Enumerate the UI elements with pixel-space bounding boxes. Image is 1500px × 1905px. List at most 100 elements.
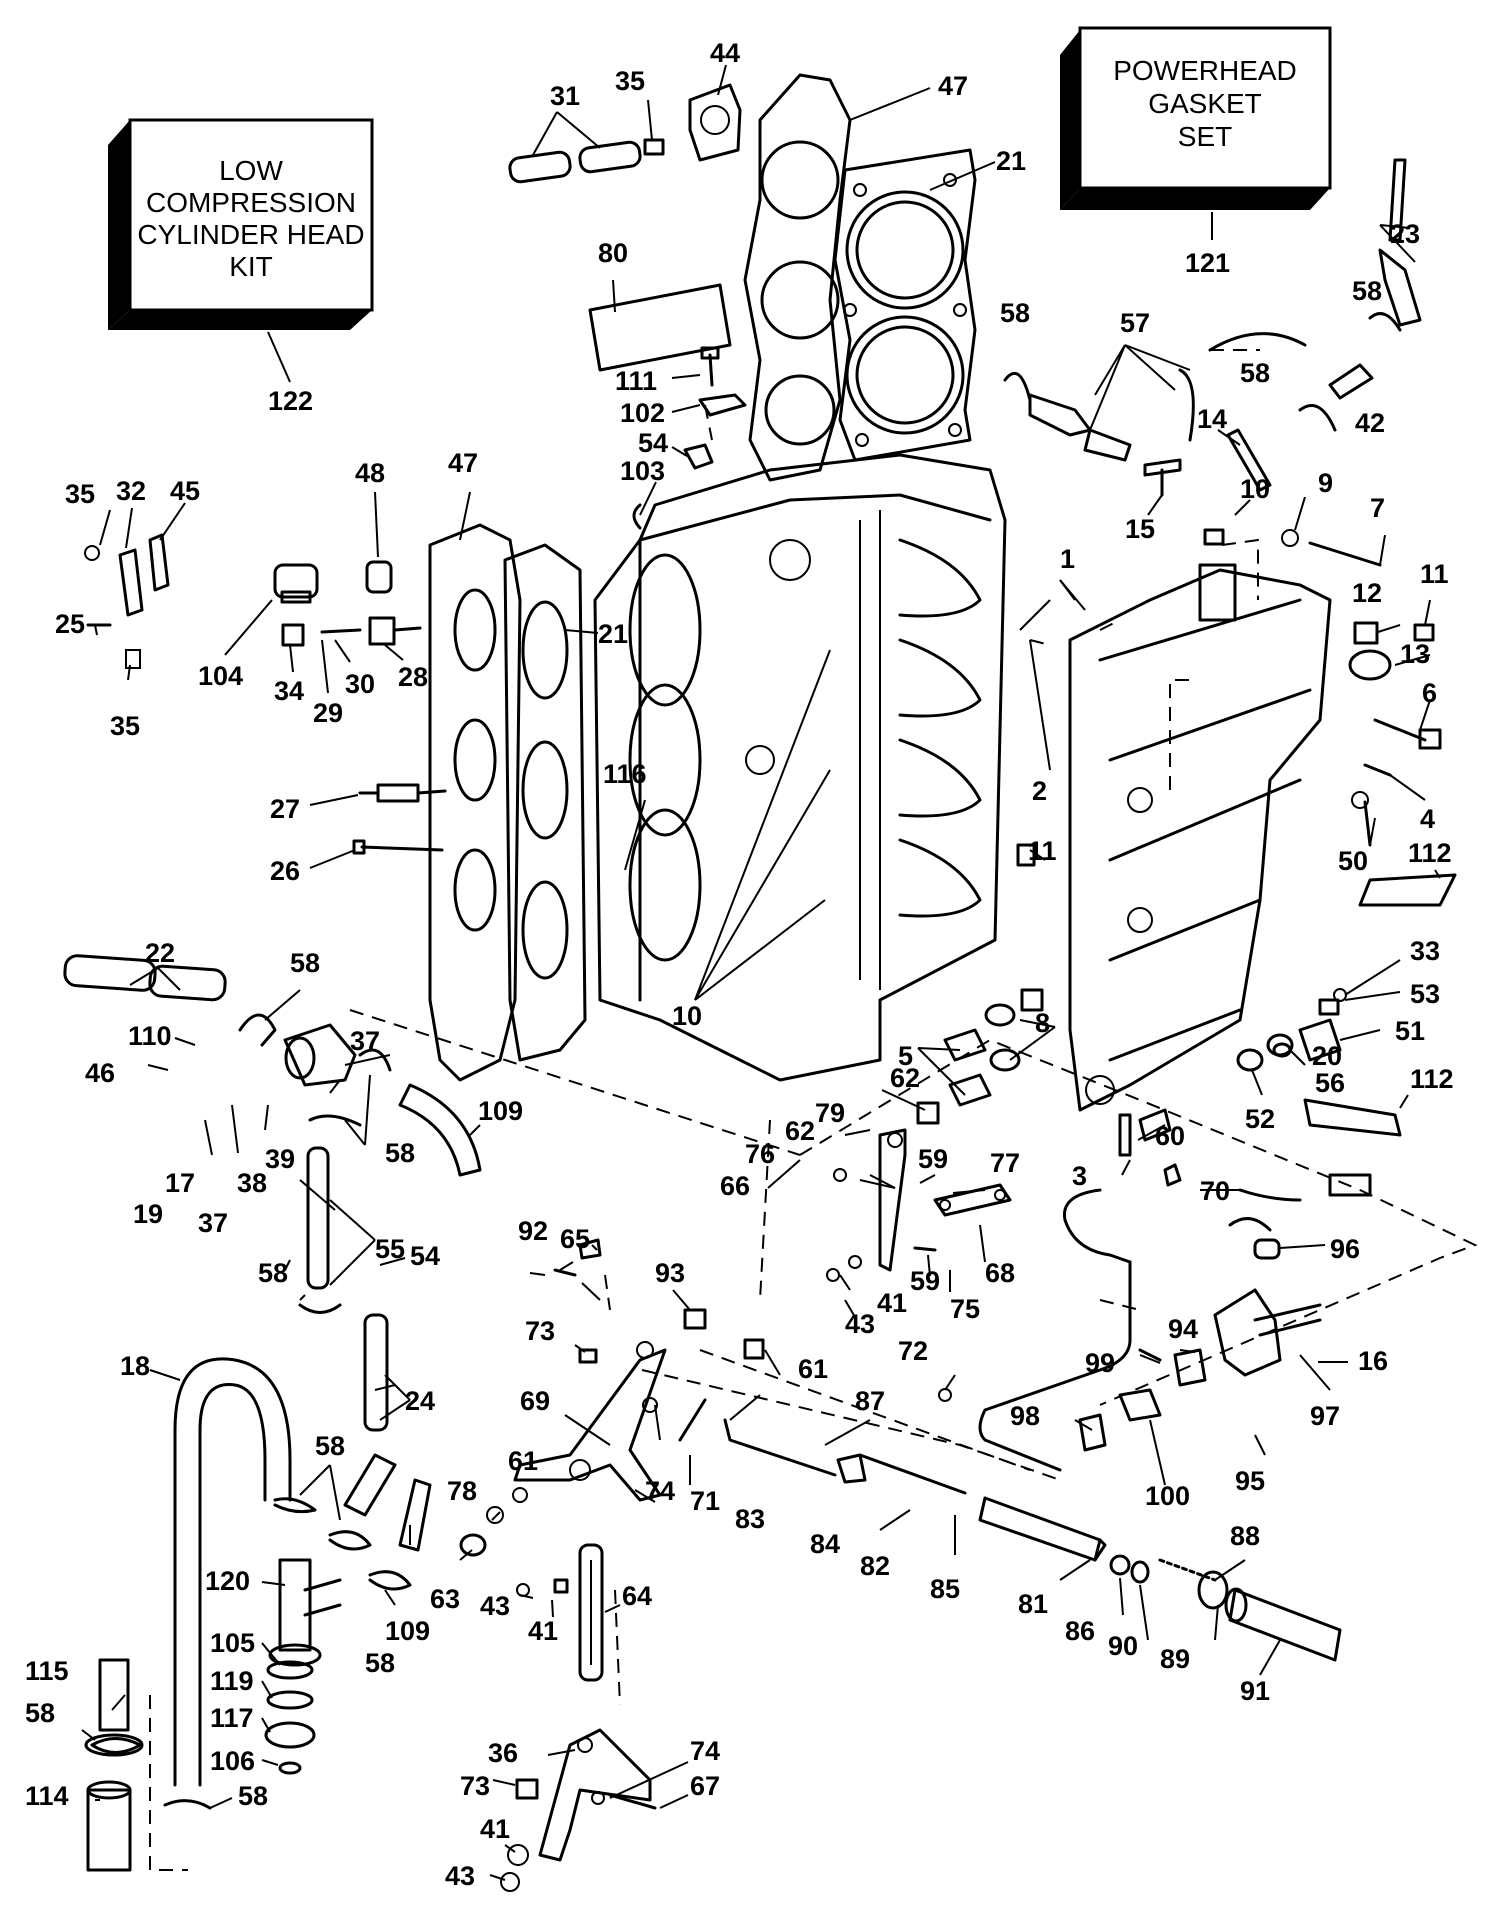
callout-63: 63 — [430, 1584, 460, 1614]
callout-98: 98 — [1010, 1401, 1040, 1431]
kit-box-line-3: CYLINDER HEAD — [137, 219, 364, 250]
bolt-26 — [352, 839, 444, 855]
callout-112-upper: 112 — [1408, 838, 1452, 868]
callout-59-upper: 59 — [918, 1144, 948, 1174]
callout-61-left: 61 — [508, 1446, 538, 1476]
callout-16: 16 — [1358, 1346, 1388, 1376]
kit-box-line-2: COMPRESSION — [146, 187, 356, 218]
hose-18 — [173, 1357, 292, 1787]
callout-15: 15 — [1125, 514, 1155, 544]
callout-84: 84 — [810, 1529, 840, 1559]
callout-31: 31 — [550, 81, 580, 111]
link-68 — [933, 1183, 1012, 1217]
callout-47-top: 47 — [938, 71, 968, 101]
hardware-right — [1020, 528, 1457, 1137]
hardware-center — [916, 843, 1172, 1157]
kit-box-line-4: KIT — [229, 251, 273, 282]
callout-78: 78 — [447, 1476, 477, 1506]
callout-7: 7 — [1370, 493, 1385, 523]
callout-34: 34 — [274, 676, 304, 706]
callout-56: 56 — [1315, 1068, 1345, 1098]
callout-65: 65 — [560, 1224, 590, 1254]
callout-58-bottom-upper: 58 — [315, 1431, 345, 1461]
callout-27: 27 — [270, 794, 300, 824]
callout-120: 120 — [205, 1566, 250, 1596]
electrical-components — [1078, 1288, 1322, 1452]
callout-60: 60 — [1155, 1121, 1185, 1151]
callout-29: 29 — [313, 698, 343, 728]
callout-112-lower: 112 — [1410, 1064, 1454, 1094]
powerhead-gasket-set-box: POWERHEAD GASKET SET — [1060, 26, 1332, 210]
fitting-35-top — [643, 138, 665, 156]
callout-58-bottom: 58 — [238, 1781, 268, 1811]
callout-26: 26 — [270, 856, 300, 886]
hoses-31 — [508, 140, 642, 184]
callout-22: 22 — [145, 938, 175, 968]
callout-74-lower: 74 — [690, 1736, 720, 1766]
leader-lines — [81, 64, 1441, 1881]
callout-121: 121 — [1185, 248, 1230, 278]
callout-24: 24 — [405, 1386, 435, 1416]
thermostat-cover — [688, 83, 742, 162]
gasket-box-line-3: SET — [1178, 121, 1232, 152]
callout-41-lower: 41 — [528, 1616, 558, 1646]
callout-64: 64 — [622, 1581, 652, 1611]
callout-72: 72 — [898, 1336, 928, 1366]
callout-45: 45 — [170, 476, 200, 506]
callout-54-upper: 54 — [638, 428, 668, 458]
callout-119: 119 — [210, 1666, 254, 1696]
callout-122: 122 — [268, 386, 313, 416]
callout-115: 115 — [25, 1656, 69, 1686]
cylinder-block — [593, 453, 1007, 1082]
callout-83: 83 — [735, 1504, 765, 1534]
callout-86: 86 — [1065, 1616, 1095, 1646]
callout-42: 42 — [1355, 408, 1385, 438]
callout-54-lower: 54 — [410, 1241, 440, 1271]
callout-35-left-upper: 35 — [65, 479, 95, 509]
gasket-box-line-2: GASKET — [1148, 88, 1262, 119]
hose-24 — [363, 1313, 389, 1432]
wiring-harness — [978, 1163, 1372, 1472]
exhaust-cover-gasket — [588, 283, 732, 372]
callout-19: 19 — [133, 1199, 163, 1229]
callout-25: 25 — [55, 609, 85, 639]
callout-69: 69 — [520, 1386, 550, 1416]
callout-1: 1 — [1060, 544, 1075, 574]
callout-37-top: 37 — [350, 1026, 380, 1056]
callout-37-bottom: 37 — [198, 1208, 228, 1238]
callout-62-upper: 62 — [890, 1063, 920, 1093]
link-rod-64 — [578, 1543, 604, 1682]
callout-17: 17 — [165, 1168, 195, 1198]
hoses-lower-109 — [343, 1453, 432, 1552]
callout-2: 2 — [1032, 776, 1047, 806]
callout-114: 114 — [25, 1781, 69, 1811]
low-compression-cylinder-head-kit-box: LOW COMPRESSION CYLINDER HEAD KIT — [108, 118, 374, 330]
callout-30: 30 — [345, 669, 375, 699]
hose-109-upper — [398, 1083, 482, 1177]
callout-48: 48 — [355, 458, 385, 488]
hose-clamps-58 — [90, 312, 1402, 1810]
callout-38: 38 — [237, 1168, 267, 1198]
callout-77: 77 — [990, 1148, 1020, 1178]
callout-46: 46 — [85, 1058, 115, 1088]
callout-8: 8 — [1035, 1008, 1050, 1038]
callout-numbers: 1 2 3 4 5 6 7 8 9 10 10 11 11 12 13 14 1… — [25, 38, 1454, 1891]
callout-61-right: 61 — [798, 1354, 828, 1384]
callout-18: 18 — [120, 1351, 150, 1381]
callout-71: 71 — [690, 1486, 720, 1516]
callout-92: 92 — [518, 1216, 548, 1246]
callout-88: 88 — [1230, 1521, 1260, 1551]
callout-58-top-right: 58 — [1240, 358, 1270, 388]
fitting-115 — [84, 1658, 144, 1757]
callout-73-lower: 73 — [460, 1771, 490, 1801]
callout-14: 14 — [1197, 404, 1227, 434]
callout-68: 68 — [985, 1258, 1015, 1288]
callout-50: 50 — [1338, 846, 1368, 876]
callout-11-right: 11 — [1420, 559, 1449, 589]
callout-100: 100 — [1145, 1481, 1190, 1511]
callout-80: 80 — [598, 238, 628, 268]
callout-117: 117 — [210, 1703, 254, 1733]
hardware-lower — [459, 1168, 952, 1892]
cylinder-head-gasket-side — [503, 543, 587, 1062]
